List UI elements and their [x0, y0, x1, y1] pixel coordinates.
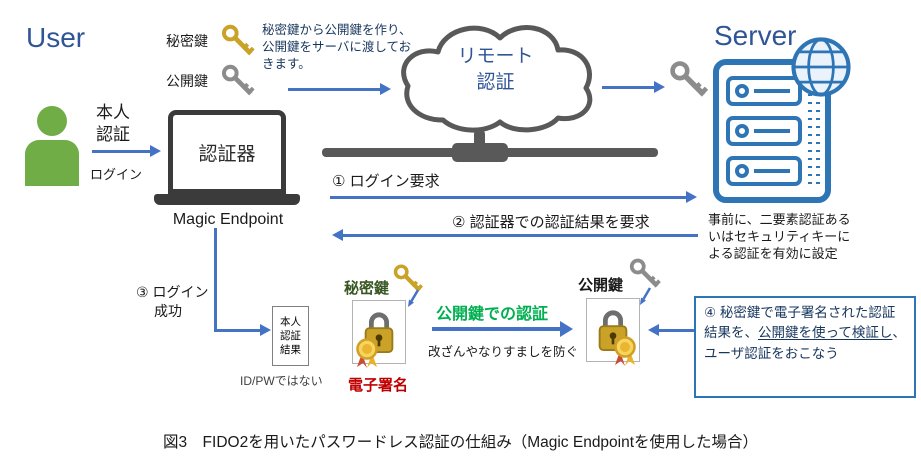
arrow-user-to-authenticator-head [150, 145, 161, 157]
step3-label-line1: ③ ログイン [136, 284, 209, 300]
login-label: ログイン [90, 167, 143, 182]
arrow-pubkey-auth [432, 327, 564, 331]
arrow-step3-horizontal [214, 329, 262, 332]
person-head [37, 106, 67, 136]
arrow-pubkey-auth-head [560, 321, 573, 337]
magic-endpoint-label: Magic Endpoint [172, 211, 284, 228]
step4-text-part3: 、ユーザ認証をおこなう [704, 325, 906, 361]
network-stem [474, 130, 485, 152]
key-to-lock-arrow-1 [404, 288, 422, 310]
person-body [25, 140, 79, 186]
remote-auth-line1: リモート [457, 46, 534, 67]
digital-signature-label: 電子署名 [348, 377, 409, 394]
cloud-icon [401, 25, 593, 133]
arrow-step1 [330, 196, 688, 199]
arrow-step3-vertical [214, 228, 217, 332]
signature-medal-icon [354, 338, 380, 370]
secret-key-top-label: 秘密鍵 [166, 33, 208, 49]
arrow-key-to-cloud-head [380, 83, 391, 95]
arrow-user-to-authenticator [92, 150, 152, 153]
gold-key-icon [220, 22, 258, 60]
arrow-step2-head [332, 229, 343, 241]
network-hub [452, 143, 508, 162]
step4-box: ④ 秘密鍵で電子署名された認証結果を、公開鍵を使って検証し、ユーザ認証をおこなう [694, 296, 916, 398]
secret-key-bottom-label: 秘密鍵 [344, 280, 390, 297]
public-key-top-label: 公開鍵 [166, 73, 208, 89]
gray-key-icon [220, 62, 258, 100]
authenticator-label: 認証器 [198, 143, 256, 165]
identity-auth-label: 本人認証 [96, 103, 130, 145]
server-key-icon [668, 58, 712, 102]
arrow-step3-head [260, 324, 271, 336]
step4-text-underlined: 公開鍵を使って検証し [758, 325, 893, 341]
step1-label: ① ログイン要求 [332, 173, 440, 190]
step4-text-part1: ④ 秘密鍵で電子署名された認証結果を、 [704, 305, 896, 341]
arrow-step4-callout-head [648, 324, 659, 336]
auth-result-box: 本人認証結果 [272, 306, 309, 366]
globe-icon [788, 34, 854, 100]
public-key-bottom-label: 公開鍵 [578, 277, 624, 294]
server-precondition-note: 事前に、二要素認証あるいはセキュリティキーによる認証を有効に設定 [708, 212, 851, 261]
key-generation-note: 秘密鍵から公開鍵を作り、公開鍵をサーバに渡しておきます。 [262, 23, 412, 71]
not-idpw-label: ID/PWではない [240, 374, 323, 388]
arrow-cloud-to-server-head [654, 81, 665, 93]
step3-label-line2: 成功 [154, 303, 182, 319]
prevent-tamper-label: 改ざんやなりすましを防ぐ [428, 345, 579, 359]
remote-auth-label: リモート 認証 [388, 44, 603, 95]
arrow-key-to-cloud [288, 88, 382, 91]
figure-caption: 図3 FIDO2を用いたパスワードレス認証の仕組み（Magic Endpoint… [162, 434, 759, 451]
user-title: User [26, 22, 86, 53]
step2-label: ② 認証器での認証結果を要求 [452, 214, 650, 231]
arrow-step4-callout [658, 329, 694, 332]
arrow-step1-head [686, 191, 697, 203]
arrow-step2 [342, 234, 698, 237]
server-title: Server [714, 20, 797, 51]
remote-auth-line2: 認証 [476, 71, 515, 93]
pubkey-auth-label: 公開鍵での認証 [436, 306, 549, 323]
laptop-base [154, 194, 300, 205]
authenticator-laptop-screen: 認証器 [168, 110, 286, 194]
arrow-cloud-to-server [602, 86, 658, 89]
medal-icon-2 [612, 336, 638, 368]
